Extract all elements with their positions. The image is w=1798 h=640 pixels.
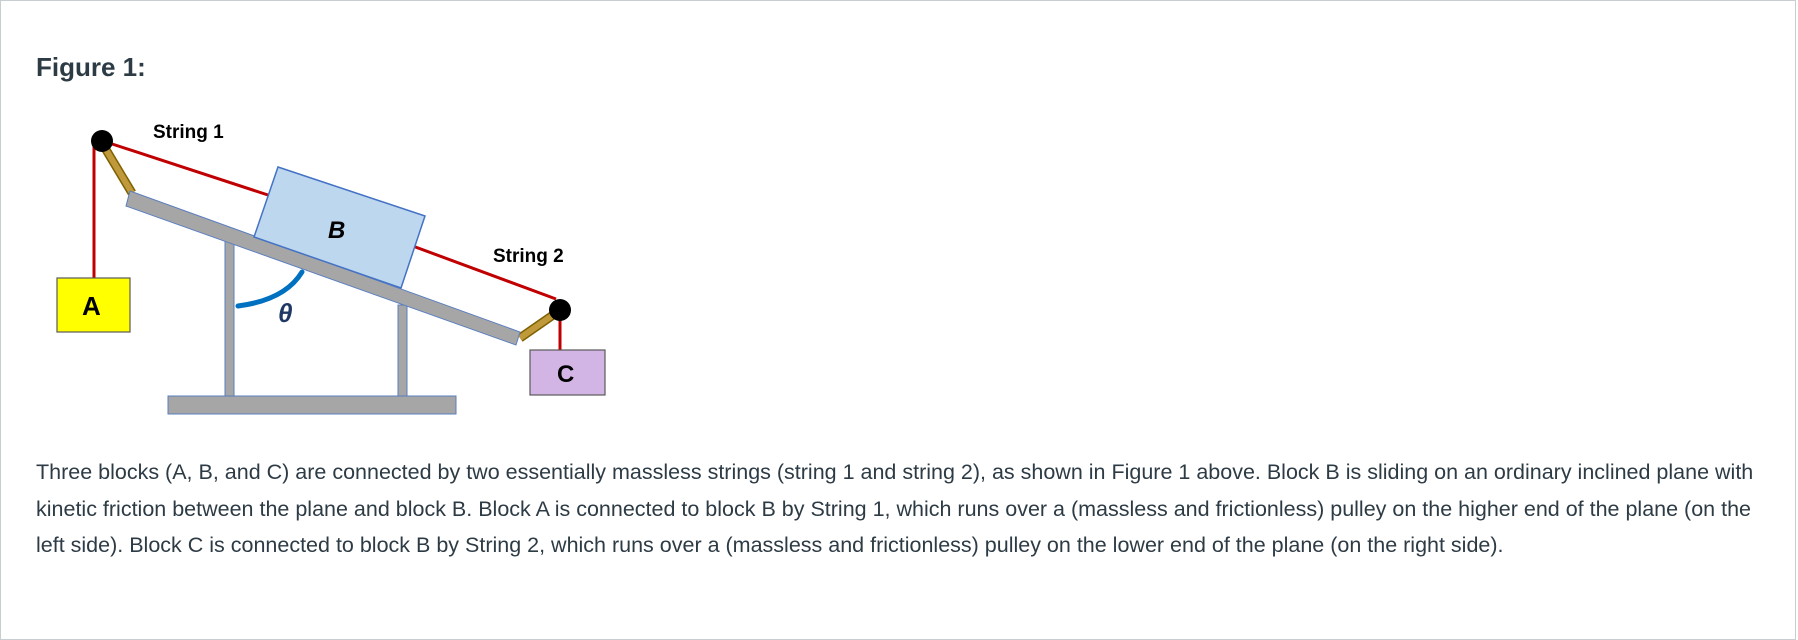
block-a (56, 277, 131, 333)
left-support (224, 239, 235, 397)
left-pulley-arm-fill (99, 141, 135, 195)
angle-arc (235, 269, 305, 309)
block-a-label: A (82, 291, 101, 321)
inclined-plane (125, 190, 521, 346)
right-support (397, 304, 408, 397)
right-pulley (549, 299, 571, 321)
block-c (529, 349, 606, 396)
block-c-label: C (557, 361, 574, 388)
right-pulley-arm-fill (518, 310, 558, 341)
string-1-incline (102, 139, 269, 197)
string-2-label: String 2 (493, 246, 564, 267)
block-b-label: B (328, 217, 345, 244)
base-plate (167, 395, 457, 415)
inclined-plane-figure: θ B A C String 1 String 2 (56, 122, 606, 415)
string-1-label: String 1 (153, 122, 224, 143)
left-pulley (91, 130, 113, 152)
string-2-incline (409, 243, 557, 301)
angle-label: θ (278, 298, 293, 328)
problem-description: Three blocks (A, B, and C) are connected… (36, 460, 1754, 557)
figure-title: Figure 1: (36, 52, 146, 82)
block-b (253, 166, 426, 289)
